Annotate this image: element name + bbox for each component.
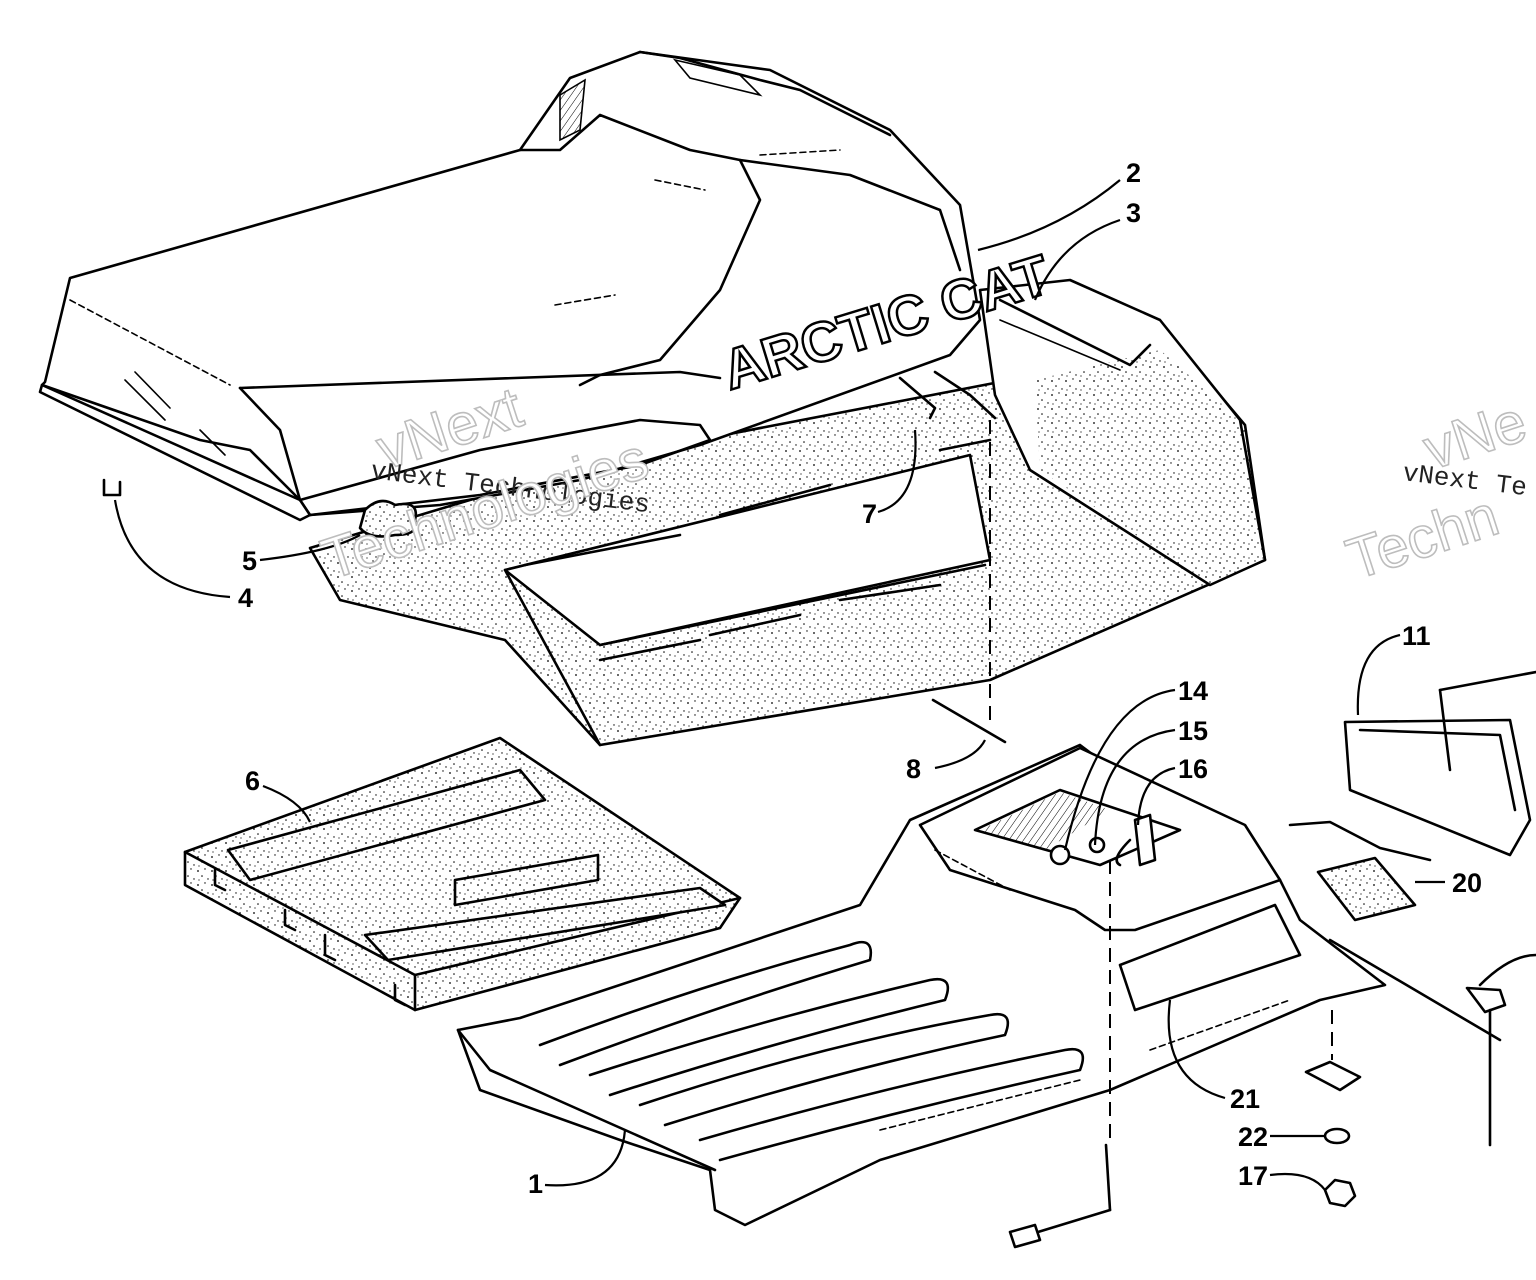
leader-lines [113,179,1445,1191]
callout-4: 4 [238,583,253,613]
callout-14: 14 [1178,676,1208,706]
seat-cushion-top [40,50,982,517]
svg-text:Techn: Techn [1339,483,1506,593]
seat-assembly: ARCTIC CAT [38,50,1267,747]
callout-8: 8 [906,754,921,784]
watermark-right: vNe vNext Te Techn [1338,388,1535,593]
callout-22: 22 [1238,1122,1268,1152]
tail-light [1288,670,1536,1147]
callout-20: 20 [1452,868,1482,898]
seat-clip [102,478,122,497]
callout-7: 7 [862,499,877,529]
callout-3: 3 [1126,198,1141,228]
callout-21: 21 [1230,1084,1260,1114]
callout-11: 11 [1402,621,1431,651]
callout-6: 6 [245,766,260,796]
callout-17: 17 [1238,1161,1268,1191]
foam-pad [183,736,742,1012]
callout-16: 16 [1178,754,1208,784]
hardware [931,698,1362,1249]
callout-5: 5 [242,546,257,576]
callout-2: 2 [1126,158,1141,188]
callouts: 1 2 3 4 5 6 7 8 11 14 15 16 17 20 21 22 [238,158,1482,1199]
callout-15: 15 [1178,716,1208,746]
callout-1: 1 [528,1169,543,1199]
